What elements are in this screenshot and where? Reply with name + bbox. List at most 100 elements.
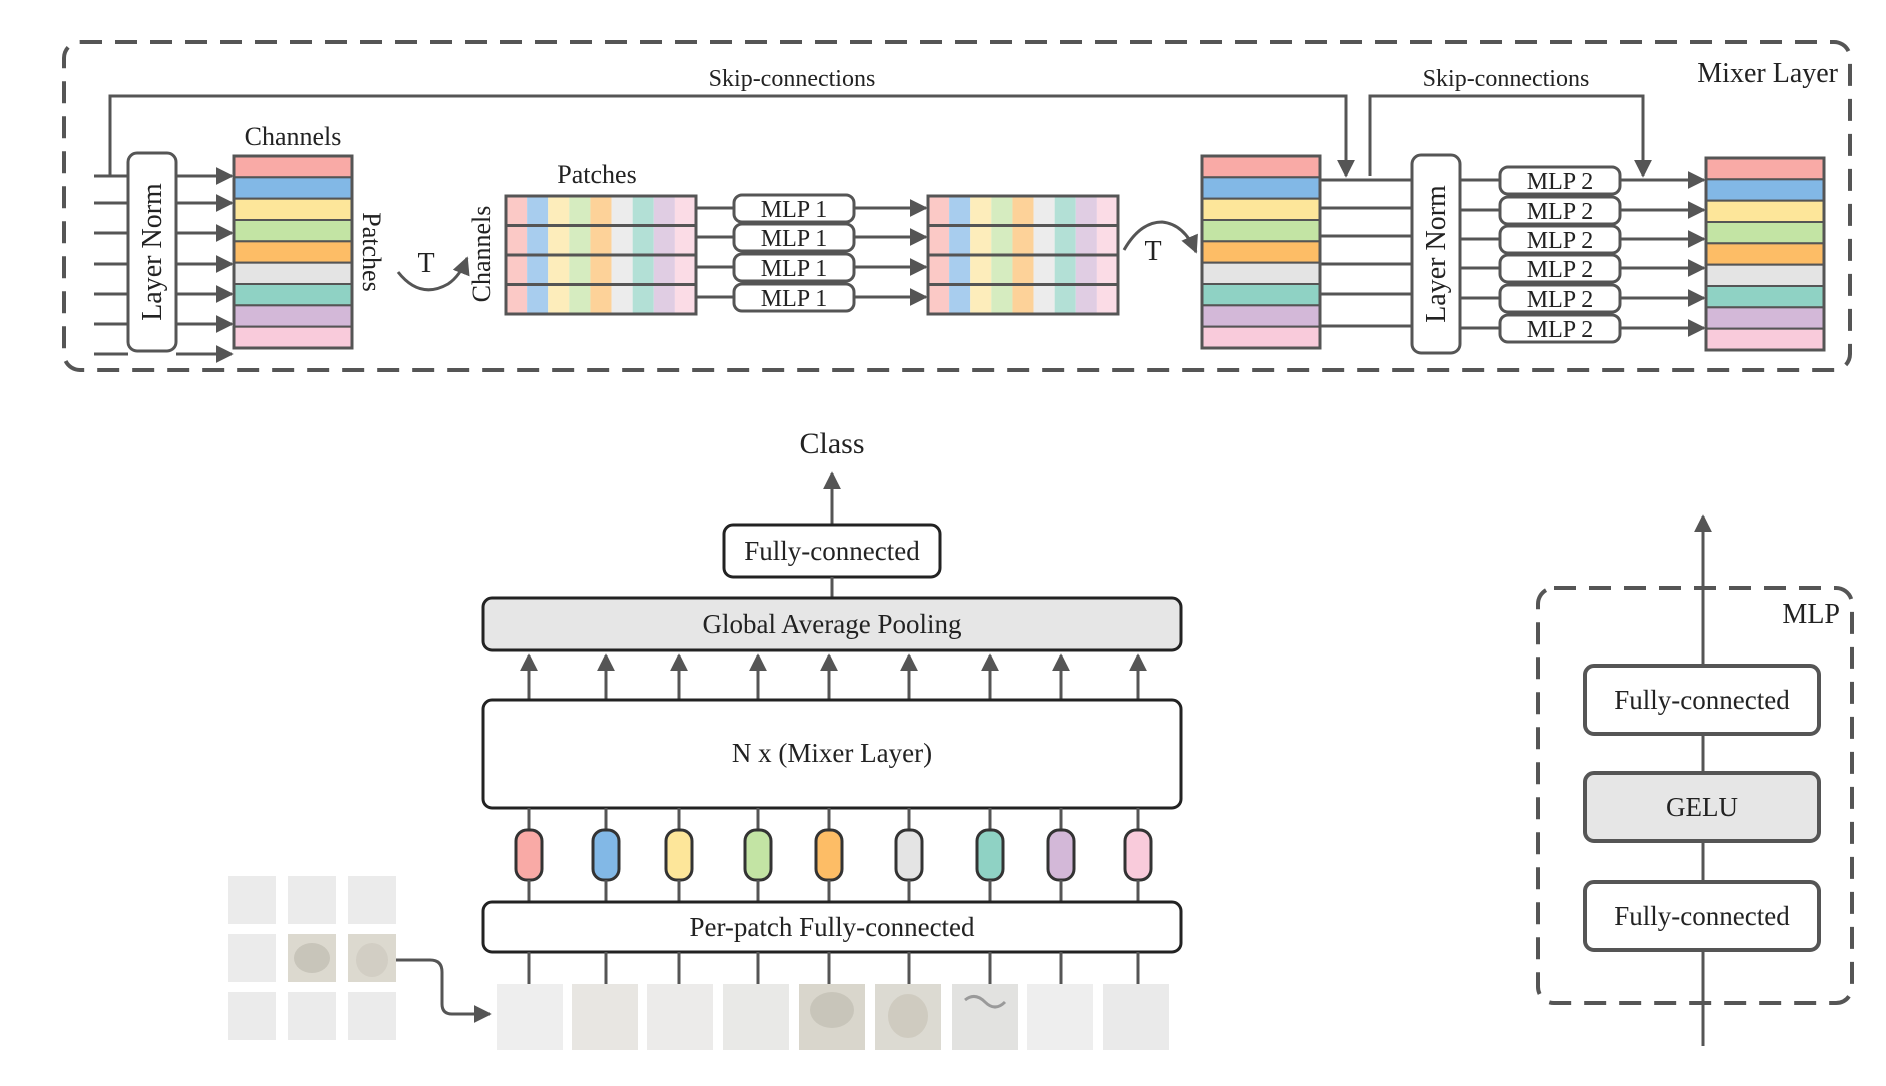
token-capsule-8 (1046, 828, 1076, 882)
grid-cell-2 (288, 876, 336, 924)
stack-a-row-7 (233, 283, 353, 307)
input-image-grid (228, 876, 396, 1040)
image-patch-8 (1027, 984, 1093, 1050)
image-patch-9 (1103, 984, 1169, 1050)
channels-label: Channels (245, 122, 342, 151)
image-patch-row (497, 984, 1169, 1050)
mlp2-label-1: MLP 2 (1527, 169, 1593, 195)
token-capsule-7 (975, 828, 1005, 882)
stack-e-row-8 (1705, 306, 1825, 330)
mlp2-label-6: MLP 2 (1527, 317, 1593, 343)
mlp2-label-3: MLP 2 (1527, 228, 1593, 254)
grid-detail-mixer-body (294, 943, 330, 973)
mlp-fc-top-label: Fully-connected (1614, 685, 1790, 715)
stack-d-outline (1200, 154, 1322, 350)
image-patch-4 (723, 984, 789, 1050)
layer-norm-1-label: Layer Norm (137, 183, 168, 321)
image-patch-7 (952, 984, 1018, 1050)
stack-a-row-8 (233, 304, 353, 328)
transpose-2-arrow (1122, 220, 1198, 254)
stack-a-outline (232, 154, 354, 350)
stack-d-row-9 (1201, 325, 1321, 349)
stack-a-row-9 (233, 325, 353, 349)
stack-d-row-6 (1201, 261, 1321, 285)
stack-e-row-1 (1705, 157, 1825, 181)
fully-connected-head-label: Fully-connected (744, 536, 920, 566)
layer-norm-1-arrows (176, 167, 234, 363)
stack-d-row-3 (1201, 197, 1321, 222)
per-patch-fc-box (481, 900, 1183, 954)
stack-a-row-4 (233, 219, 353, 243)
token-capsule-2 (591, 828, 621, 882)
stack-d-row-5 (1201, 240, 1321, 264)
token-stack-input (232, 154, 354, 350)
global-average-pooling-label: Global Average Pooling (703, 609, 962, 639)
stack-e-row-6 (1705, 263, 1825, 287)
mixer-layer-panel: Mixer Layer Skip-connections Skip-connec… (62, 40, 1852, 372)
grid-cell-3 (348, 876, 396, 924)
mixer-layer-border (62, 40, 1852, 372)
grid-cell-8 (288, 992, 336, 1040)
stack-a-row-5 (233, 240, 353, 264)
gelu-label: GELU (1666, 792, 1738, 822)
token-capsule-6 (894, 828, 924, 882)
skip-connections-label-2: Skip-connections (1423, 66, 1590, 92)
gelu-box (1583, 771, 1821, 843)
token-capsules (514, 808, 1153, 902)
grid-to-patches-arrow (396, 958, 492, 1023)
stack-c-outline (926, 194, 1120, 316)
stack-e-row-5 (1705, 242, 1825, 266)
patch-detail-handle (888, 994, 928, 1038)
transpose-1-arrow (396, 256, 470, 292)
input-token-lines (94, 174, 128, 356)
token-capsule-5 (814, 828, 844, 882)
channel-stack-mixed (926, 194, 1120, 316)
token-stack-output (1704, 156, 1826, 352)
token-capsule-4 (743, 828, 773, 882)
transpose-1-label: T (417, 248, 434, 279)
channel-stack-transposed (504, 194, 698, 316)
token-stack-transposed-back (1200, 154, 1322, 350)
stack-d-row-8 (1201, 304, 1321, 328)
mixer-to-gap-arrows (520, 653, 1147, 700)
skip-connection-2 (1368, 94, 1652, 178)
patches-top-label: Patches (557, 160, 636, 189)
mlp-block-border (1536, 586, 1854, 1005)
global-average-pooling-box (481, 596, 1183, 652)
stack-a-row-3 (233, 197, 353, 222)
mlp-fc-bottom-label: Fully-connected (1614, 901, 1790, 931)
mlp-block-title: MLP (1782, 599, 1840, 630)
per-patch-fc-label: Per-patch Fully-connected (689, 912, 975, 942)
mlp2-label-2: MLP 2 (1527, 199, 1593, 225)
grid-cell-1 (228, 876, 276, 924)
skip-connection-1 (108, 94, 1355, 178)
grid-detail-handle (356, 943, 388, 977)
image-patch-2 (572, 984, 638, 1050)
stack-a-row-2 (233, 176, 353, 200)
stack-d-row-2 (1201, 176, 1321, 200)
grid-cell-9 (348, 992, 396, 1040)
token-capsule-9 (1123, 828, 1153, 882)
image-patch-1 (497, 984, 563, 1050)
stack-e-outline (1704, 156, 1826, 352)
token-capsule-1 (514, 828, 544, 882)
transpose-2-label: T (1144, 236, 1161, 267)
mlp-fc-top-box (1583, 664, 1821, 736)
mixer-stack-box (481, 698, 1183, 810)
main-architecture: Class Fully-connected Global Average Poo… (228, 427, 1183, 1050)
stack-d-row-1 (1201, 155, 1321, 179)
mixer-layer-title: Mixer Layer (1697, 58, 1838, 89)
patch-detail-mixer-body (810, 992, 854, 1028)
stack-e-row-7 (1705, 285, 1825, 309)
mlp1-label-2: MLP 1 (761, 226, 827, 252)
patches-side-label: Patches (357, 212, 386, 291)
grid-cell-7 (228, 992, 276, 1040)
stack-a-row-6 (233, 261, 353, 285)
mlp2-label-4: MLP 2 (1527, 257, 1593, 283)
stack-d-row-4 (1201, 219, 1321, 243)
stack-a-row-1 (233, 155, 353, 179)
image-patch-3 (647, 984, 713, 1050)
